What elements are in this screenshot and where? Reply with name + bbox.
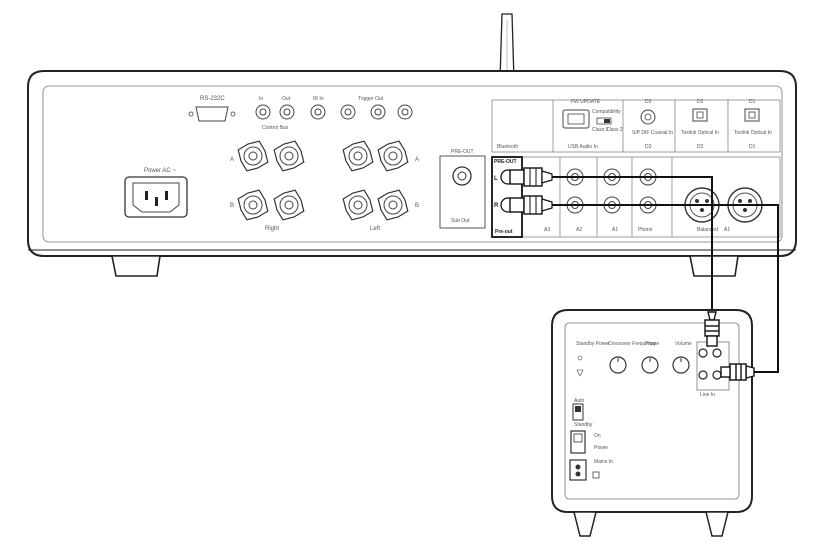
speaker-right-label: Right	[265, 226, 279, 232]
svg-text:S/P DIF Coaxial In: S/P DIF Coaxial In	[632, 130, 673, 136]
control-bus-label: Control Bus	[262, 125, 289, 131]
sub-phase-label: Phase	[645, 341, 659, 347]
svg-text:Compatibility: Compatibility	[592, 109, 621, 115]
sub-auto-label: Auto	[574, 398, 585, 404]
control-jacks	[255, 104, 413, 120]
sub-line-in-label: Line In	[700, 392, 715, 398]
input-a1-label: A1	[612, 227, 618, 233]
sub-mains-inlet	[569, 459, 587, 481]
sub-power-label: Power	[594, 445, 609, 451]
sub-line-in-jacks	[696, 341, 730, 391]
svg-text:Class 1: Class 1	[592, 127, 609, 133]
sub-fuse	[592, 471, 600, 479]
binding-post-ring	[284, 200, 294, 210]
pre-out-section: PRE-OUT L R Pre-out	[491, 156, 523, 238]
digital-input-panel: FW UPDATE Compatibility Class 1 Class 2 …	[491, 99, 781, 153]
control-bus-out-label: Out	[282, 96, 291, 102]
sub-rca-plug-vertical	[704, 311, 720, 347]
speaker-b-label: B	[230, 203, 234, 209]
svg-text:R: R	[494, 203, 499, 209]
sub-volume-label: Volume	[675, 341, 692, 347]
speaker-b-label-right: B	[415, 203, 419, 209]
svg-text:Bluetooth: Bluetooth	[497, 144, 518, 150]
svg-text:Toslink Optical In: Toslink Optical In	[734, 130, 772, 136]
sub-crossover-label: Crossover Frequency	[608, 341, 656, 347]
binding-post-ring	[248, 151, 258, 161]
control-bus-in-label: In	[259, 96, 263, 102]
speaker-a-label-right: A	[415, 157, 419, 163]
binding-post-ring	[353, 151, 363, 161]
sub-knobs	[609, 356, 690, 374]
svg-text:D2: D2	[697, 99, 704, 105]
svg-text:D3: D3	[645, 99, 652, 105]
binding-post-ring	[248, 200, 258, 210]
input-a3-label: A3	[544, 227, 550, 233]
svg-text:USB Audio In: USB Audio In	[568, 144, 598, 150]
binding-post-ring	[284, 151, 294, 161]
sub-warning-icon	[576, 369, 584, 377]
svg-text:Toslink Optical In: Toslink Optical In	[681, 130, 719, 136]
svg-text:Power AC ~: Power AC ~	[144, 168, 176, 174]
svg-text:Sub Out: Sub Out	[451, 218, 470, 224]
svg-text:D1: D1	[749, 99, 756, 105]
sub-out-section: PRE-OUT Sub Out	[439, 149, 486, 229]
subwoofer-foot-left	[573, 511, 597, 537]
sub-standby-label: Standby Power	[576, 341, 610, 347]
sub-rca-plug-horizontal	[720, 363, 755, 381]
binding-post-ring	[388, 200, 398, 210]
sub-mains-label: Mains In	[594, 459, 613, 465]
speaker-a-label: A	[230, 157, 234, 163]
rca-plug-right	[509, 195, 553, 215]
svg-text:D3: D3	[645, 144, 652, 150]
rs232-port: RS-232C	[188, 96, 236, 122]
sub-led	[577, 355, 583, 361]
svg-text:PRE-OUT: PRE-OUT	[451, 149, 474, 155]
input-phono-label: Phono	[638, 227, 653, 233]
svg-text:RS-232C: RS-232C	[200, 96, 225, 102]
sub-on-label: On	[594, 433, 601, 439]
amplifier-foot-left	[111, 255, 161, 277]
svg-text:Pre-out: Pre-out	[495, 229, 513, 235]
power-inlet: Power AC ~	[124, 168, 188, 218]
binding-post-ring	[353, 200, 363, 210]
svg-text:FW UPDATE: FW UPDATE	[571, 99, 601, 105]
input-a2-label: A2	[576, 227, 582, 233]
subwoofer-foot-right	[705, 511, 729, 537]
input-balanced-label: Balanced	[697, 227, 718, 233]
binding-post-ring	[388, 151, 398, 161]
svg-text:D1: D1	[749, 144, 756, 150]
speaker-left-label: Left	[370, 226, 380, 232]
svg-text:L: L	[494, 176, 498, 182]
svg-text:Class 2: Class 2	[606, 127, 623, 133]
trigger-out-label: Trigger Out	[358, 96, 384, 102]
sub-standby-switch-label: Standby	[574, 422, 593, 428]
rca-plug-left	[509, 167, 553, 187]
input-xlr-a1-label: A1	[724, 227, 730, 233]
amplifier-foot-right	[689, 255, 739, 277]
svg-text:PRE-OUT: PRE-OUT	[494, 159, 517, 165]
ir-in-label: IR In	[313, 96, 324, 102]
svg-text:D2: D2	[697, 144, 704, 150]
speaker-terminals	[237, 140, 409, 221]
rca-cables	[552, 176, 779, 373]
